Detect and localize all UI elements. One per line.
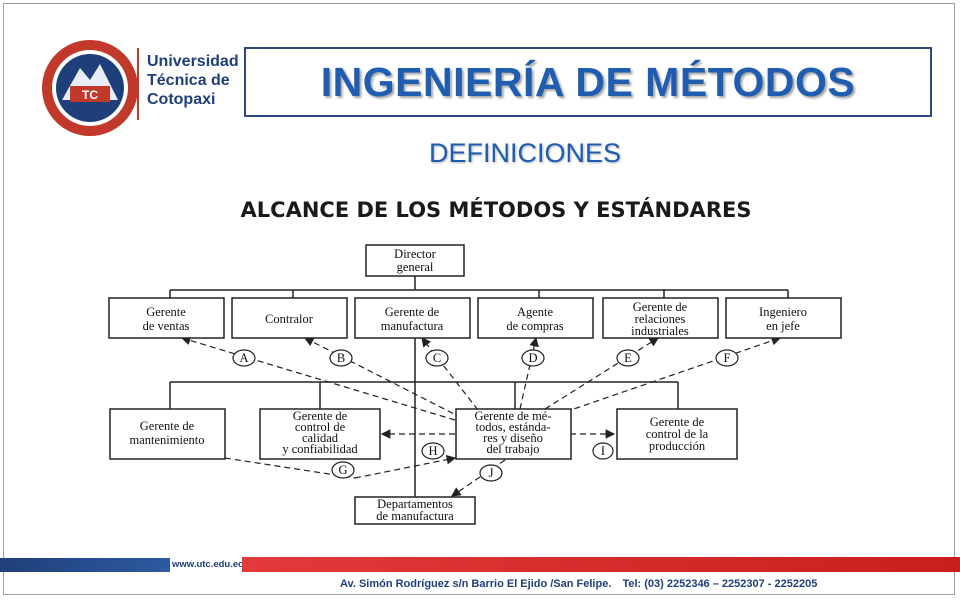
circle-d: D <box>521 349 545 367</box>
label-calidad-4: y confiabilidad <box>282 442 358 456</box>
university-name-line-1: Universidad <box>147 53 239 70</box>
box-gerente-metodos <box>455 408 572 460</box>
circle-b: B <box>329 349 353 367</box>
diagram-heading: ALCANCE DE LOS MÉTODOS Y ESTÁNDARES <box>241 197 752 222</box>
label-director-2: general <box>397 260 434 274</box>
label-produccion-3: producción <box>649 439 706 453</box>
label-manufactura-2: manufactura <box>381 319 444 333</box>
label-director-1: Director <box>394 247 436 261</box>
slide-title: INGENIERÍA DE MÉTODOS <box>320 58 856 105</box>
box-gerente-ventas <box>108 297 225 339</box>
footer-band-red <box>242 557 960 572</box>
slide-subtitle: DEFINICIONES <box>428 138 622 168</box>
footer-band-blue <box>0 558 170 572</box>
box-gerente-calidad <box>259 408 381 460</box>
svg-text:B: B <box>337 351 345 365</box>
label-compras-2: de compras <box>506 319 563 333</box>
circle-e: E <box>616 349 640 367</box>
svg-text:F: F <box>724 351 731 365</box>
label-compras-1: Agente <box>517 305 554 319</box>
label-relaciones-1: Gerente de <box>633 300 688 314</box>
label-produccion-2: control de la <box>646 427 709 441</box>
box-gerente-manufactura <box>354 297 471 339</box>
label-relaciones-3: industriales <box>631 324 689 338</box>
label-metodos-2: todos, estánda- <box>476 420 551 434</box>
chart-boxes <box>108 244 842 525</box>
label-ventas-1: Gerente <box>146 305 186 319</box>
university-name-line-3: Cotopaxi <box>147 91 216 108</box>
footer-address: Av. Simón Rodríguez s/n Barrio El Ejido … <box>340 578 612 590</box>
footer-phones: Tel: (03) 2252346 – 2252307 - 2252205 <box>622 578 818 590</box>
svg-text:TC: TC <box>82 88 98 102</box>
box-gerente-mantenimiento <box>109 408 226 460</box>
circle-h: H <box>421 442 445 460</box>
svg-text:D: D <box>528 351 537 365</box>
svg-text:C: C <box>433 351 441 365</box>
footer-address-line: Av. Simón Rodríguez s/n Barrio El Ejido … <box>340 578 817 590</box>
svg-text:G: G <box>338 463 347 477</box>
label-ingeniero-2: en jefe <box>766 319 800 333</box>
circle-g: G <box>331 461 355 479</box>
circle-i: I <box>592 442 614 460</box>
label-relaciones-2: relaciones <box>635 312 686 326</box>
slide-frame <box>3 3 955 595</box>
box-labels: Director general Gerente de ventas Contr… <box>130 247 807 523</box>
svg-text:H: H <box>428 444 437 458</box>
circle-a: A <box>232 349 256 367</box>
circle-markers: A B C D E F G H I J <box>232 349 739 482</box>
svg-text:A: A <box>239 351 248 365</box>
label-contralor: Contralor <box>265 312 314 326</box>
circle-j: J <box>479 464 503 482</box>
label-calidad-2: control de <box>295 420 346 434</box>
logo-separator <box>137 48 139 120</box>
label-mantenimiento-2: mantenimiento <box>130 433 205 447</box>
label-metodos-3: res y diseño <box>483 431 543 445</box>
university-name-line-2: Técnica de <box>147 72 230 89</box>
label-mantenimiento-1: Gerente de <box>140 419 195 433</box>
label-departamentos-2: de manufactura <box>376 509 454 523</box>
box-ingeniero-jefe <box>725 297 842 339</box>
svg-text:I: I <box>601 444 605 458</box>
box-gerente-relaciones <box>602 297 719 339</box>
label-metodos-1: Gerente de mé- <box>474 409 551 423</box>
footer-url[interactable]: www.utc.edu.ec <box>172 559 244 570</box>
circle-c: C <box>425 349 449 367</box>
label-calidad-3: calidad <box>302 431 339 445</box>
solid-connectors <box>169 276 789 497</box>
title-box: INGENIERÍA DE MÉTODOS <box>244 47 932 117</box>
university-seal-logo: TC <box>42 40 138 136</box>
box-gerente-produccion <box>616 408 738 460</box>
label-manufactura-1: Gerente de <box>385 305 440 319</box>
label-calidad-1: Gerente de <box>293 409 348 423</box>
label-produccion-1: Gerente de <box>650 415 705 429</box>
label-departamentos-1: Departamentos <box>377 497 453 511</box>
box-departamentos-manufactura <box>354 496 476 525</box>
label-metodos-4: del trabajo <box>486 442 539 456</box>
university-name: Universidad Técnica de Cotopaxi <box>147 52 239 109</box>
svg-text:J: J <box>489 466 494 480</box>
svg-text:E: E <box>624 351 632 365</box>
box-contralor <box>231 297 348 339</box>
box-agente-compras <box>477 297 594 339</box>
label-ventas-2: de ventas <box>143 319 190 333</box>
circle-f: F <box>715 349 739 367</box>
label-ingeniero-1: Ingeniero <box>759 305 807 319</box>
box-director-general <box>365 244 465 277</box>
